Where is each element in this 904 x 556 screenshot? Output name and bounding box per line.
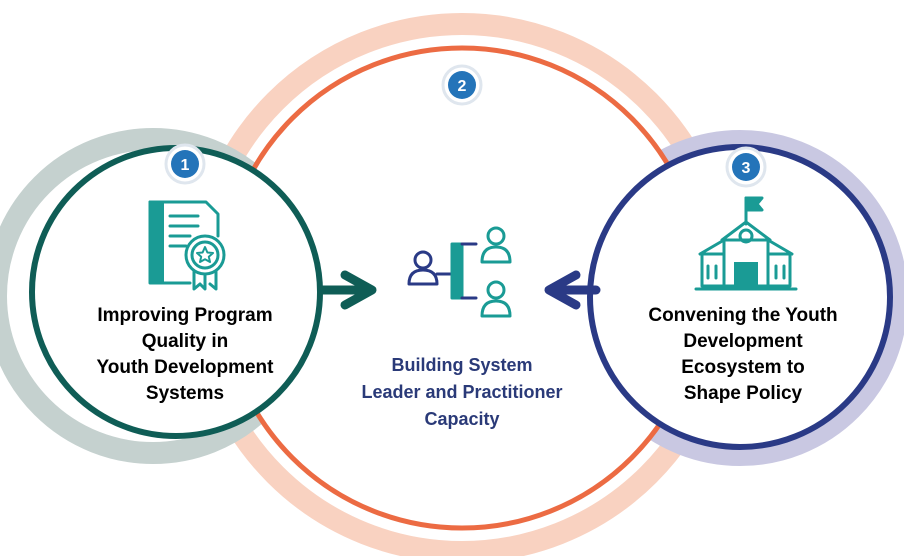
arrow-left-icon [544,270,581,310]
arrow-right-icon [340,270,377,310]
step-1-number: 1 [181,157,190,174]
circle-3-ring [587,144,893,450]
step-3-badge: 3 [725,146,767,188]
step-3-label: Convening the Youth Development Ecosyste… [598,303,888,407]
step-2-line: Capacity [424,409,500,429]
step-1-line: Systems [145,383,225,404]
step-2-line: Building System [391,355,533,375]
team-hierarchy-icon [407,226,512,318]
certificate-icon [148,200,226,291]
step-3-line: Shape Policy [683,383,803,404]
step-3-line: Development [683,331,803,352]
step-1-label: Improving Program Quality in Youth Devel… [40,303,330,407]
step-3-number: 3 [742,160,751,177]
school-building-icon [694,196,798,291]
step-1-line: Improving Program [97,305,273,326]
step-3-line: Ecosystem to [681,357,805,378]
step-1-line: Quality in [141,331,229,352]
step-2-number: 2 [458,78,467,95]
step-2-label: Building System Leader and Practitioner … [320,352,604,433]
step-1-badge: 1 [164,143,206,185]
step-2-line: Leader and Practitioner [361,382,563,402]
step-2-badge: 2 [441,64,483,106]
step-3-line: Convening the Youth [648,305,838,326]
step-1-line: Youth Development [96,357,274,378]
